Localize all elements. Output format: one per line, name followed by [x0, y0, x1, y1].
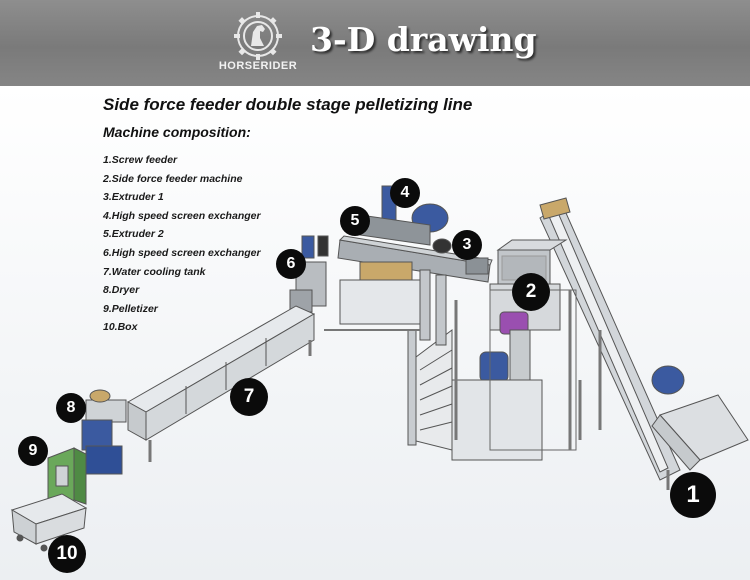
component-list: 1.Screw feeder 2.Side force feeder machi…	[103, 151, 261, 337]
extruder-1	[337, 235, 493, 346]
list-item: 8.Dryer	[103, 284, 140, 297]
marker-2: 2	[512, 273, 550, 311]
list-item: 5.Extruder 2	[103, 228, 164, 241]
list-item: 1.Screw feeder	[103, 154, 178, 166]
marker-3: 3	[452, 230, 482, 260]
marker-9: 9	[18, 436, 48, 466]
list-item: 6.High speed screen exchanger	[103, 246, 261, 259]
diagram-title: Side force feeder double stage pelletizi…	[103, 95, 473, 114]
side-force-feeder	[451, 239, 577, 461]
list-item: 2.Side force feeder machine	[103, 172, 243, 185]
marker-8: 8	[56, 393, 86, 423]
extruder-2	[324, 185, 452, 331]
marker-6: 6	[276, 249, 306, 279]
marker-5: 5	[340, 206, 370, 236]
collection-box	[10, 493, 88, 552]
die-head	[289, 235, 329, 313]
list-item: 4.High speed screen exchanger	[103, 209, 261, 222]
logo-text: HORSERIDER	[218, 60, 298, 72]
list-item: 9.Pelletizer	[103, 302, 158, 315]
marker-7: 7	[230, 378, 268, 416]
list-item: 10.Box	[103, 321, 138, 334]
access-stairs	[407, 329, 453, 451]
list-item: 7.Water cooling tank	[103, 265, 206, 278]
screw-feeder	[539, 197, 749, 490]
marker-1: 1	[670, 472, 716, 518]
header-banner: HORSERIDER 3-D drawing	[0, 0, 750, 86]
dryer	[81, 389, 127, 475]
pelletizer	[47, 447, 87, 511]
water-cooling-tank	[126, 305, 316, 462]
marker-4: 4	[390, 178, 420, 208]
page-title: 3-D drawing	[310, 20, 537, 59]
list-item: 3.Extruder 1	[103, 191, 164, 204]
marker-10: 10	[48, 535, 86, 573]
composition-heading: Machine composition:	[103, 124, 251, 140]
horse-gear-logo-icon	[234, 12, 282, 60]
drawing-background	[0, 86, 750, 580]
